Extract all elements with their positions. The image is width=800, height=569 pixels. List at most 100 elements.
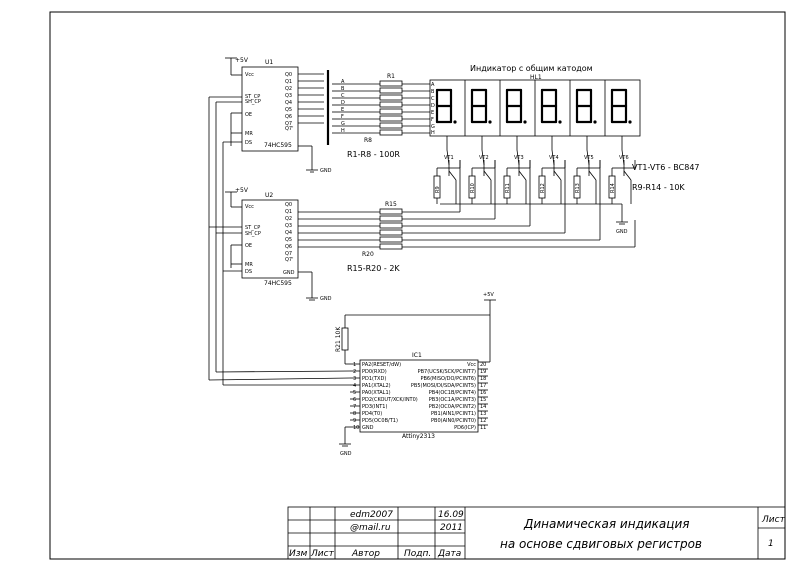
base-resistor-label: R9 xyxy=(435,186,441,193)
svg-text:A: A xyxy=(341,79,345,85)
mcu-left-pin: PD3(INT1) xyxy=(362,404,387,410)
svg-text:F: F xyxy=(341,114,344,120)
mcu-left-pin-number: 9 xyxy=(353,418,356,424)
svg-text:C: C xyxy=(341,93,345,99)
mcu-left-pin-number: 4 xyxy=(353,383,356,389)
mcu-right-pin: PB1(AIN1/PCINT1) xyxy=(431,411,476,417)
svg-text:G: G xyxy=(341,121,345,127)
mcu-left-pin: PD5(OC0B/T1) xyxy=(362,418,398,424)
svg-text:Q5: Q5 xyxy=(285,107,292,113)
svg-text:Vcc: Vcc xyxy=(245,204,254,210)
digit-decimal-point xyxy=(488,120,492,124)
u2-left-pins: Vcc ST_CP SH_CP OE MR DS xyxy=(245,204,261,275)
mcu-right-pin-number: 11 xyxy=(480,425,486,431)
u2-body xyxy=(241,199,299,279)
mcu-left-pin-number: 1 xyxy=(353,362,356,368)
display-digit xyxy=(505,88,527,124)
mcu-right-pin: PD6(ICP) xyxy=(454,425,476,431)
mcu-right-pin: PB5(MOSI/DI/SDA/PCINT5) xyxy=(411,383,476,389)
r1-r8-value: R1-R8 - 100R xyxy=(347,150,400,159)
r1-label: R1 xyxy=(387,73,395,80)
svg-text:H: H xyxy=(341,128,345,134)
display-segment-letters: A B C D E F G H xyxy=(431,82,435,136)
hdr-izm: Изм xyxy=(289,549,308,559)
svg-text:OE: OE xyxy=(245,243,252,249)
transistor-emitter xyxy=(518,170,527,181)
transistor-label: VT4 xyxy=(549,155,559,161)
u2-power: +5V xyxy=(235,187,249,194)
mcu-left-pin-number: 3 xyxy=(353,376,356,382)
mcu-right-pin: PB2(OC0A/PCINT2) xyxy=(429,404,476,410)
svg-text:B: B xyxy=(431,89,435,95)
u2-gnd: GND xyxy=(320,296,332,302)
transistor-emitter xyxy=(623,170,632,181)
svg-text:D: D xyxy=(431,103,435,109)
u2-shift-register xyxy=(209,191,318,301)
mcu-right-pin: Vcc xyxy=(467,362,476,368)
svg-text:E: E xyxy=(431,110,434,116)
title-block xyxy=(287,506,786,560)
r21-label: R21 10K xyxy=(335,326,342,352)
hdr-podp: Подп. xyxy=(404,549,431,559)
digit-decimal-point xyxy=(628,120,632,124)
mcu-left-pin-number: 7 xyxy=(353,404,356,410)
sheet-number: 1 xyxy=(768,539,774,549)
transistor-label: VT6 xyxy=(619,155,629,161)
svg-text:Q6: Q6 xyxy=(285,114,292,120)
mcu-left-pin-labels: PA2(RESET/dW)1PD0(RXD)2PD1(TXD)3PA1(XTAL… xyxy=(353,362,418,431)
digit-decimal-point xyxy=(523,120,527,124)
svg-text:Q1: Q1 xyxy=(285,209,292,215)
svg-text:Q5: Q5 xyxy=(285,237,292,243)
mcu-left-pin-number: 2 xyxy=(353,369,356,375)
svg-text:MR: MR xyxy=(245,131,253,137)
mcu-right-pin-number: 14 xyxy=(480,404,486,410)
segment-bus xyxy=(298,70,430,145)
mcu-left-pin-number: 8 xyxy=(353,411,356,417)
drawing-frame xyxy=(49,11,786,560)
svg-text:Q2: Q2 xyxy=(285,216,292,222)
u1-gnd: GND xyxy=(320,168,332,174)
hdr-data: Дата xyxy=(437,549,461,559)
base-resistor-label: R13 xyxy=(575,183,581,193)
mcu-right-pin-number: 13 xyxy=(480,411,486,417)
title-line-1: Динамическая индикация xyxy=(523,517,689,531)
u2-part: 74HC595 xyxy=(264,280,292,287)
mcu xyxy=(208,282,496,447)
svg-text:ST_CP: ST_CP xyxy=(245,94,260,100)
svg-text:A: A xyxy=(431,82,435,88)
svg-text:Q0: Q0 xyxy=(285,202,292,208)
mcu-right-pin-number: 17 xyxy=(480,383,486,389)
svg-text:Q4: Q4 xyxy=(285,230,292,236)
mcu-right-pin-number: 19 xyxy=(480,369,486,375)
transistor-emitter xyxy=(553,170,562,181)
mcu-left-pin: GND xyxy=(362,425,374,431)
transistor-label: VT2 xyxy=(479,155,489,161)
base-resistor-label: R14 xyxy=(610,183,616,193)
mcu-left-pin-number: 5 xyxy=(353,390,356,396)
mcu-left-pin: PD0(RXD) xyxy=(362,369,387,375)
svg-text:ST_CP: ST_CP xyxy=(245,225,260,231)
svg-text:OE: OE xyxy=(245,112,252,118)
display-ref: HL1 xyxy=(530,74,542,81)
r15-label: R15 xyxy=(385,201,397,208)
svg-text:C: C xyxy=(431,96,435,102)
svg-text:E: E xyxy=(341,107,344,113)
transistor-emitter xyxy=(588,170,597,181)
transistor-collector xyxy=(621,149,625,166)
transistor-gnd: GND xyxy=(616,229,628,235)
u2-ref: U2 xyxy=(265,192,273,199)
display-body xyxy=(429,79,641,150)
svg-text:Q7': Q7' xyxy=(285,126,294,132)
svg-text:H: H xyxy=(431,130,435,136)
mcu-right-pin: PB6(MISO/DO/PCINT6) xyxy=(420,376,476,382)
u1-power: +5V xyxy=(235,57,249,64)
display-digit xyxy=(610,88,632,124)
